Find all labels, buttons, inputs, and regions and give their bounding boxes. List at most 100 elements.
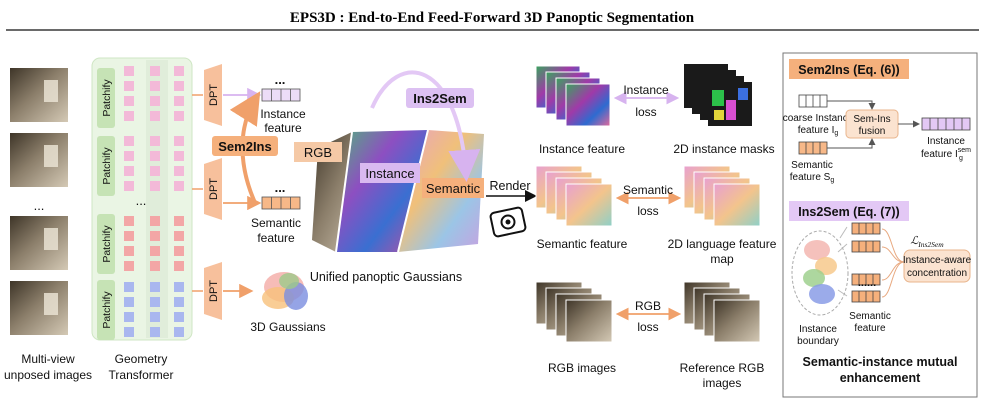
- dpt-label-1: DPT: [208, 84, 220, 106]
- camera-lens-center: [506, 220, 511, 225]
- row2-right-label-line2: map: [710, 252, 734, 266]
- input-image-3-shelf: [44, 228, 58, 250]
- gaussian-blob-green: [279, 273, 299, 289]
- patch-token: [124, 181, 134, 191]
- patchify-label-2: Patchify: [101, 147, 113, 185]
- fusion-label-line1: Sem-Ins: [853, 114, 890, 125]
- row1-loss-line2: loss: [635, 105, 656, 119]
- patch-token: [150, 81, 160, 91]
- patch-token: [124, 166, 134, 176]
- unified-caption: Unified panoptic Gaussians: [310, 270, 462, 284]
- semantic-input-vector: [799, 142, 827, 154]
- rgb-image-stack-4: [566, 300, 612, 342]
- mask-segment-blue: [738, 88, 748, 100]
- render-label: Render: [490, 179, 531, 193]
- transformer-caption-line2: Transformer: [109, 368, 174, 382]
- patch-token: [124, 246, 134, 256]
- patch-token: [174, 216, 184, 226]
- semantic-label: Semantic: [426, 181, 481, 196]
- coarse-label-line1: coarse Instance: [783, 113, 854, 124]
- panel-ins2sem-title: Ins2Sem (Eq. (7)): [798, 205, 899, 219]
- input-image-1: [10, 68, 68, 122]
- patch-token: [150, 282, 160, 292]
- patch-token: [124, 151, 134, 161]
- rgb-label: RGB: [304, 145, 332, 160]
- patch-token: [150, 327, 160, 337]
- patch-token: [150, 312, 160, 322]
- patch-token: [124, 312, 134, 322]
- patch-token: [174, 282, 184, 292]
- row1-left-label: Instance feature: [539, 142, 625, 156]
- row2-left-label: Semantic feature: [537, 237, 628, 251]
- gaussians-caption: 3D Gaussians: [250, 320, 325, 334]
- patch-token: [150, 181, 160, 191]
- patch-ellipsis: ...: [136, 193, 147, 208]
- patch-token: [124, 81, 134, 91]
- patchify-label-4: Patchify: [101, 291, 113, 329]
- output-label-line1: Instance: [927, 136, 965, 147]
- patch-token: [150, 231, 160, 241]
- semantic-vector-ellipsis: ...: [275, 180, 286, 195]
- geometry-transformer: Patchify Patchify Patchify Patchify ... …: [92, 58, 192, 382]
- dpt-label-2: DPT: [208, 178, 220, 200]
- ins2sem-dots: ......: [858, 277, 876, 289]
- instance-feature-label-line1: Instance: [260, 107, 306, 121]
- semantic-feature-label-line2: feature: [257, 231, 295, 245]
- patch-token: [124, 297, 134, 307]
- patch-token: [174, 111, 184, 121]
- input-image-3: [10, 216, 68, 270]
- panel-caption-line2: enhancement: [840, 371, 921, 385]
- patch-token: [124, 282, 134, 292]
- figure-title: EPS3D : End-to-End Feed-Forward 3D Panop…: [290, 10, 695, 26]
- aware-label-line2: concentration: [907, 268, 967, 279]
- patch-token: [124, 216, 134, 226]
- instance-feature-vector: [262, 89, 300, 101]
- mutual-enhancement-panel: Sem2Ins (Eq. (6)) coarse Instance featur…: [783, 53, 977, 397]
- patch-token: [174, 96, 184, 106]
- semantic-feature-stack-4: [566, 184, 612, 226]
- patch-token: [174, 261, 184, 271]
- panoptic-gaussians-scene: RGB Instance Semantic Unified panoptic G…: [294, 130, 484, 284]
- patch-token: [174, 312, 184, 322]
- row2-loss-line1: Semantic: [623, 183, 673, 197]
- semantic-feature-label-line1: Semantic: [251, 216, 301, 230]
- semantic-feature-vector: [262, 197, 300, 209]
- patch-token: [174, 166, 184, 176]
- row2-loss-line2: loss: [637, 204, 658, 218]
- patch-token: [124, 136, 134, 146]
- patch-token: [124, 327, 134, 337]
- patch-token: [150, 297, 160, 307]
- patch-token: [174, 66, 184, 76]
- patch-token: [174, 81, 184, 91]
- panel-caption-line1: Semantic-instance mutual: [803, 355, 958, 369]
- dpt-label-3: DPT: [208, 280, 220, 302]
- instance-label: Instance: [365, 166, 414, 181]
- input-caption-line2: unposed images: [4, 368, 92, 382]
- panel-sem2ins-title: Sem2Ins (Eq. (6)): [798, 63, 899, 77]
- row3-loss-line2: loss: [637, 320, 658, 334]
- patch-token: [174, 181, 184, 191]
- camera-icon: [490, 207, 526, 237]
- patch-token: [150, 66, 160, 76]
- mask-segment-magenta: [726, 100, 736, 120]
- render-outputs: Instance feature Instance loss 2D instan…: [536, 64, 777, 390]
- transformer-caption-line1: Geometry: [115, 352, 168, 366]
- patch-token: [150, 261, 160, 271]
- patch-token: [150, 136, 160, 146]
- patch-token: [124, 111, 134, 121]
- patch-token: [124, 66, 134, 76]
- patch-token: [150, 166, 160, 176]
- dpt-heads: DPT DPT DPT: [192, 64, 258, 320]
- row2-right-label-line1: 2D language feature: [668, 237, 777, 251]
- fused-instance-vector: [922, 118, 970, 130]
- patch-token: [150, 216, 160, 226]
- patch-token: [124, 96, 134, 106]
- input-image-1-shelf: [44, 80, 58, 102]
- patch-token: [174, 231, 184, 241]
- mask-segment-green: [712, 90, 724, 106]
- patch-token: [150, 96, 160, 106]
- patch-token: [174, 327, 184, 337]
- row3-loss-line1: RGB: [635, 299, 661, 313]
- row3-left-label: RGB images: [548, 361, 616, 375]
- input-image-4-shelf: [44, 293, 58, 315]
